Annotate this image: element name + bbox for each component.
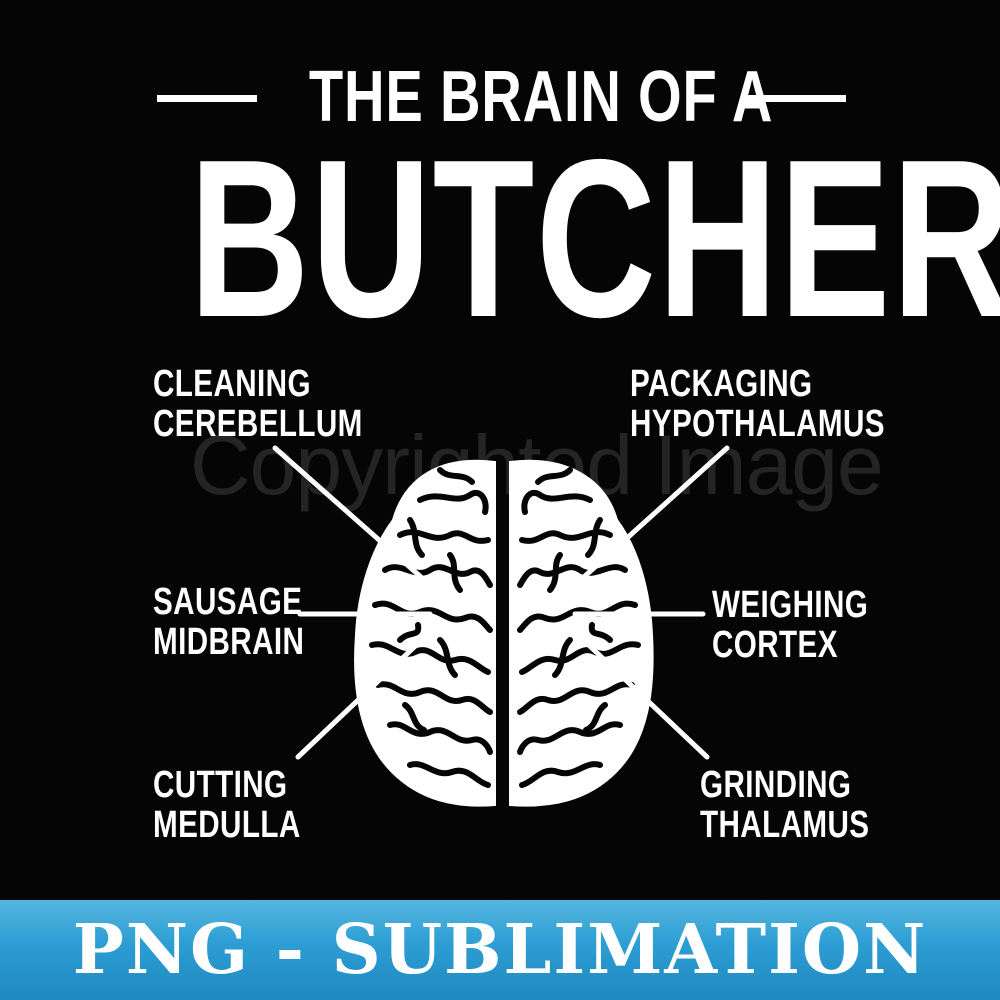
label-line: MEDULLA	[153, 804, 301, 846]
label-line: CEREBELLUM	[153, 403, 363, 445]
pointer-line-top-right	[572, 445, 730, 588]
label-line: THALAMUS	[700, 804, 870, 846]
pointer-line-top-left	[272, 445, 433, 588]
banner-text: PNG - SUBLIMATION	[72, 910, 928, 990]
label-sausage-midbrain: SAUSAGE MIDBRAIN	[153, 582, 304, 662]
label-line: MIDBRAIN	[153, 621, 305, 663]
label-grinding-thalamus: GRINDING THALAMUS	[700, 765, 869, 845]
label-line: CLEANING	[153, 363, 311, 405]
label-line: CORTEX	[712, 624, 838, 666]
pointer-line-bottom-left	[295, 629, 433, 760]
label-line: GRINDING	[700, 764, 852, 806]
label-line: PACKAGING	[630, 363, 813, 405]
banner	[0, 900, 1000, 1000]
label-weighing-cortex: WEIGHING CORTEX	[712, 585, 868, 665]
label-line: WEIGHING	[712, 584, 869, 626]
pointer-line-bottom-right	[572, 629, 710, 760]
label-line: CUTTING	[153, 764, 288, 806]
brain-icon	[354, 459, 654, 807]
label-cutting-medulla: CUTTING MEDULLA	[153, 765, 301, 845]
label-packaging-hypothalamus: PACKAGING HYPOTHALAMUS	[630, 364, 885, 444]
title-rule-right	[743, 95, 846, 102]
title-rule-left	[157, 95, 257, 102]
label-line: SAUSAGE	[153, 581, 303, 623]
label-cleaning-cerebellum: CLEANING CEREBELLUM	[153, 364, 363, 444]
label-line: HYPOTHALAMUS	[630, 403, 885, 445]
